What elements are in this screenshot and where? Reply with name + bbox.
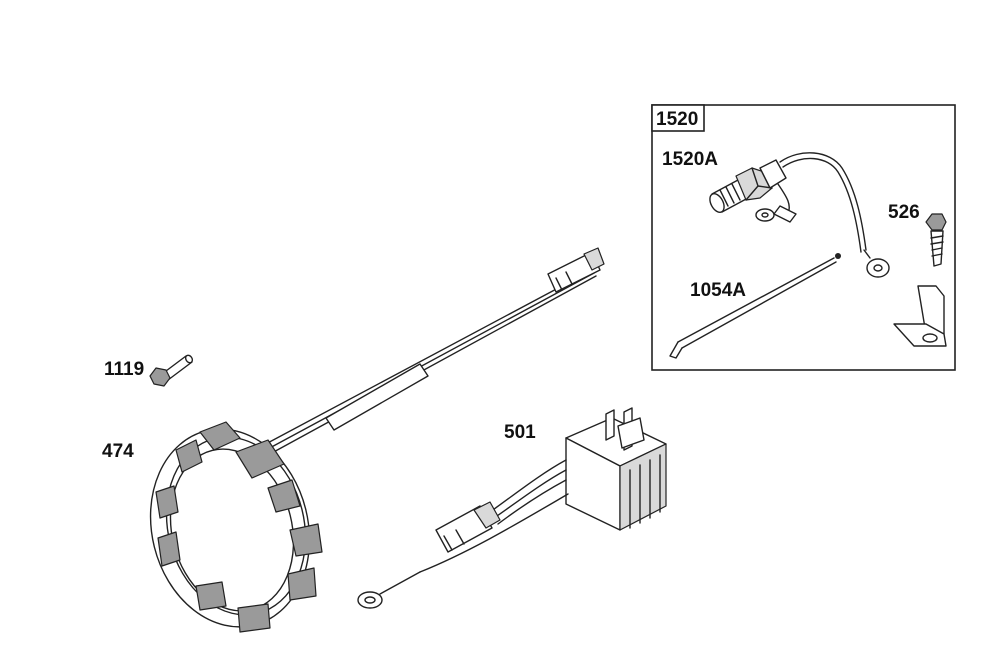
screw-526: [925, 213, 947, 267]
callout-1054a: 1054A: [690, 280, 746, 301]
cable-tie-1054a: [669, 253, 841, 359]
kit-1520-box: 1520: [651, 104, 956, 371]
stator-coils: [155, 421, 323, 633]
mounting-bracket: [893, 285, 947, 347]
callout-1520a: 1520A: [662, 149, 718, 170]
regulator-501: [357, 407, 667, 609]
kit-1520-label-box: [651, 104, 705, 132]
callout-526: 526: [888, 202, 920, 223]
sensor-1520a: [709, 152, 890, 278]
alternator-stator-474: [149, 247, 605, 633]
callout-501: 501: [504, 422, 536, 443]
callout-1520: 1520: [656, 109, 698, 130]
callout-1119: 1119: [104, 359, 144, 380]
screw-1119: [149, 354, 194, 387]
callout-474: 474: [102, 441, 134, 462]
